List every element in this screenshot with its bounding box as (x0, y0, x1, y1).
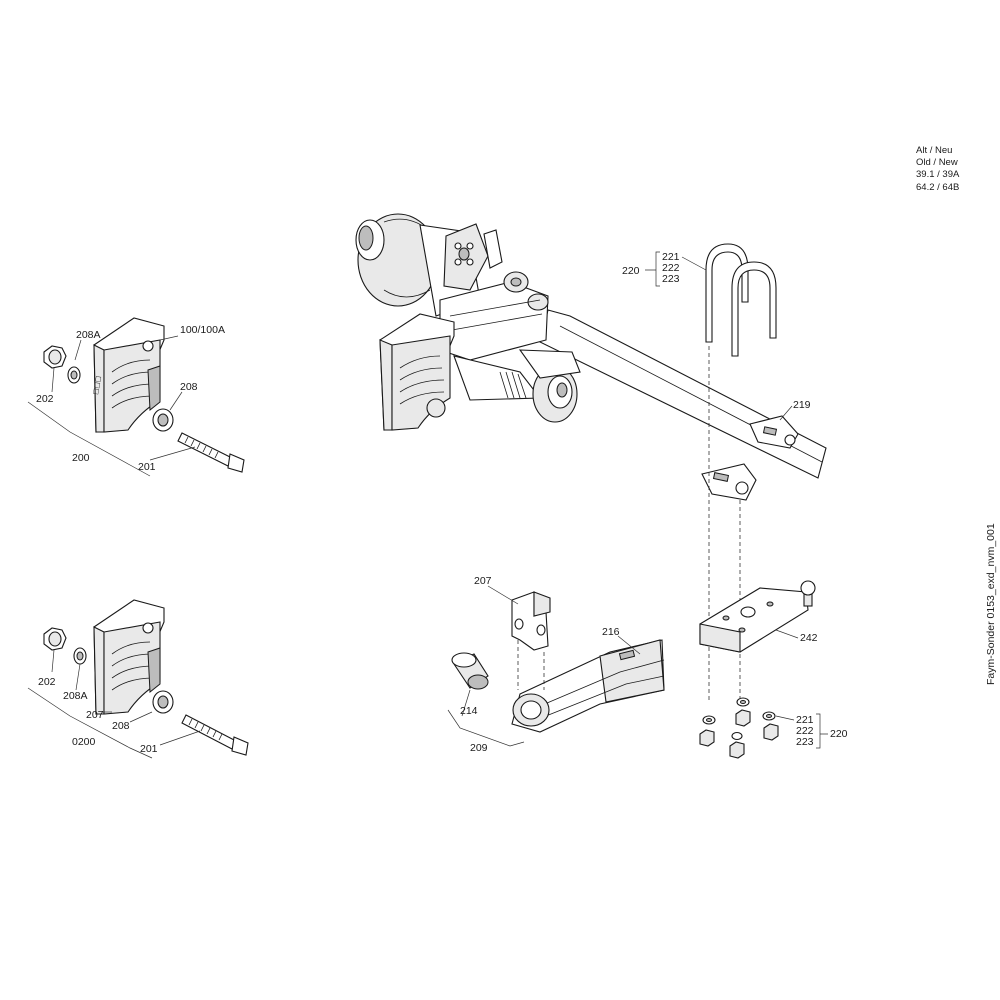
washer-208a (73, 647, 87, 665)
svg-text:☐☐☐: ☐☐☐ (92, 375, 103, 395)
brake-chamber (453, 349, 581, 423)
axle-assembly (355, 213, 827, 479)
brake-plate (443, 223, 503, 291)
label-219: 219 (793, 399, 811, 411)
label-201: 201 (138, 461, 156, 473)
label-208: 208 (180, 381, 198, 393)
label-221: 221 (796, 714, 814, 726)
clamp-219 (749, 415, 799, 449)
label-223: 223 (796, 736, 814, 748)
label-207: 207 (474, 575, 492, 587)
label-242: 242 (800, 632, 818, 644)
note-line: 64.2 / 64B (916, 181, 960, 193)
label-208: 208 (112, 720, 130, 732)
bushing-208 (152, 690, 174, 714)
axle-seat (701, 463, 757, 501)
label-222: 222 (796, 725, 814, 737)
label-100-100a: 100/100A (180, 324, 225, 336)
label-220: 220 (622, 265, 640, 277)
ball-plate-242 (699, 580, 816, 653)
hanger-bracket (379, 313, 455, 431)
label-201: 201 (140, 743, 158, 755)
label-222: 222 (662, 262, 680, 274)
bottom-left-bracket-assembly (27, 599, 249, 759)
label-221: 221 (662, 251, 680, 263)
bracket-100 (93, 599, 165, 715)
nuts-and-washers (699, 697, 779, 759)
plate-labels: 242 221 222 223 220 (796, 632, 848, 748)
label-208a: 208A (63, 690, 88, 702)
bracket-100: ☐☐☐ (92, 317, 165, 433)
note-line: 39.1 / 39A (916, 169, 960, 181)
bracket-207 (511, 591, 551, 651)
label-216: 216 (602, 626, 620, 638)
u-bolts (705, 243, 777, 357)
arm-assembly (447, 585, 665, 747)
axle-labels: 220 221 222 223 219 (622, 251, 811, 411)
label-202: 202 (38, 676, 56, 688)
label-223: 223 (662, 273, 680, 285)
label-209: 209 (470, 742, 488, 754)
trailing-arm-mount (439, 271, 549, 361)
bushing-208 (152, 408, 174, 432)
label-200: 200 (72, 452, 90, 464)
top-left-labels: 208A 100/100A 202 208 200 201 (36, 324, 225, 473)
label-220: 220 (830, 728, 848, 740)
bolt-201 (181, 714, 249, 756)
note-line: Old / New (916, 157, 958, 169)
washer-208a (67, 366, 81, 384)
label-208a: 208A (76, 329, 101, 341)
label-202: 202 (36, 393, 54, 405)
bottom-left-labels: 202 208A 207 208 0200 201 (38, 676, 158, 755)
label-214: 214 (460, 705, 478, 717)
label-0200: 0200 (72, 736, 96, 748)
spring-arm-216 (511, 639, 665, 733)
note-line: Alt / Neu (916, 145, 953, 156)
nut-202 (43, 345, 67, 369)
nut-202 (43, 627, 67, 651)
bolt-201 (177, 432, 245, 473)
bushing-214 (451, 652, 489, 690)
revision-note: Alt / Neu Old / New 39.1 / 39A 64.2 / 64… (916, 145, 959, 194)
arm-labels: 207 216 214 209 (460, 575, 620, 754)
label-207: 207 (86, 709, 104, 721)
top-left-bracket-assembly: ☐☐☐ (27, 317, 245, 477)
